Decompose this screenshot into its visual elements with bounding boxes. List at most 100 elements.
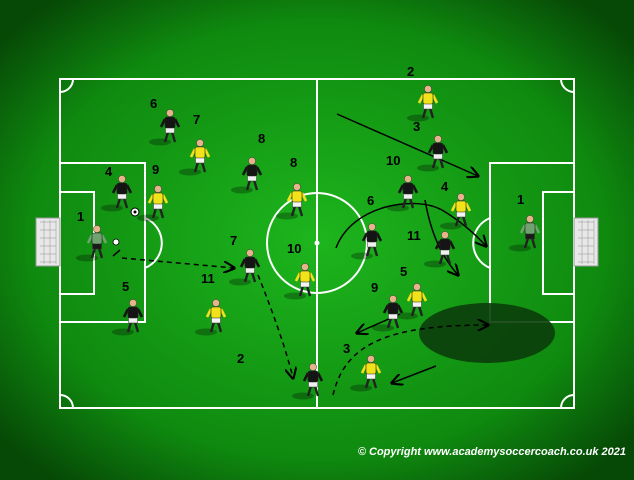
label-yellow-10: 10 — [287, 241, 301, 256]
player-head — [166, 109, 174, 117]
label-yellow-4: 4 — [441, 179, 449, 194]
player-arm-left — [382, 304, 390, 314]
player-shadow — [179, 168, 201, 176]
player-arm-right — [431, 94, 439, 104]
player-arm-right — [411, 184, 419, 194]
label-dark-4: 4 — [105, 164, 113, 179]
player-shadow — [276, 212, 298, 220]
player-shirt — [246, 164, 258, 177]
player-shirt — [307, 370, 319, 383]
label-dark-3: 3 — [413, 119, 420, 134]
player-shirt — [116, 182, 128, 195]
player-arm-left — [361, 232, 369, 242]
ball — [130, 207, 140, 217]
label-dark-7: 7 — [230, 233, 237, 248]
player-yellow-y10 — [284, 263, 316, 300]
player-leg-left — [421, 107, 428, 119]
player-shadow — [351, 252, 373, 260]
player-arm-left — [189, 148, 197, 158]
player-dark-d5 — [112, 299, 144, 336]
player-head — [129, 299, 137, 307]
player-dark-d10 — [387, 175, 419, 212]
player-shirt — [411, 290, 423, 303]
player-arm-right — [441, 144, 449, 154]
player-shirt — [422, 92, 434, 105]
player-leg-right — [216, 321, 223, 333]
player-shadow — [284, 292, 306, 300]
player-shirt — [152, 192, 164, 205]
corner-arc-tr — [560, 78, 575, 93]
player-leg-left — [454, 215, 461, 227]
player-arm-right — [161, 194, 169, 204]
player-leg-right — [371, 377, 378, 389]
player-shirt — [387, 302, 399, 315]
player-leg-left — [126, 321, 133, 333]
label-dark-2: 2 — [237, 351, 244, 366]
player-dark-d9 — [372, 295, 404, 332]
player-leg-right — [97, 247, 104, 259]
player-arm-left — [406, 292, 414, 302]
player-shirt — [127, 306, 139, 319]
player-arm-right — [255, 166, 263, 176]
player-goalkeeper-gkL — [76, 225, 108, 262]
player-dark-d7 — [229, 249, 261, 286]
player-leg-right — [313, 385, 320, 397]
player-shadow — [424, 260, 446, 268]
player-arm-left — [286, 192, 294, 202]
player-head — [434, 135, 442, 143]
player-shirt — [164, 116, 176, 129]
player-arm-right — [300, 192, 308, 202]
player-head — [424, 85, 432, 93]
player-leg-left — [306, 385, 313, 397]
label-yellow-7: 7 — [193, 112, 200, 127]
run-arrow-5 — [392, 365, 437, 383]
player-head — [246, 249, 254, 257]
centre-circle — [266, 192, 368, 294]
player-shadow — [195, 328, 217, 336]
label-gk-left-1: 1 — [77, 209, 84, 224]
player-arm-left — [241, 166, 249, 176]
player-arm-right — [253, 258, 261, 268]
run-arrow-1 — [336, 113, 478, 176]
player-leg-left — [243, 271, 250, 283]
player-shirt — [439, 238, 451, 251]
player-leg-left — [386, 317, 393, 329]
player-shadow — [372, 324, 394, 332]
player-leg-right — [122, 197, 129, 209]
player-arm-right — [420, 292, 428, 302]
player-shirt — [402, 182, 414, 195]
player-leg-left — [245, 179, 252, 191]
player-arm-left — [427, 144, 435, 154]
player-head — [526, 215, 534, 223]
player-shadow — [229, 278, 251, 286]
corner-arc-bl — [59, 394, 74, 409]
player-yellow-y8 — [276, 183, 308, 220]
player-arm-right — [173, 118, 181, 128]
player-leg-right — [461, 215, 468, 227]
player-leg-right — [393, 317, 400, 329]
player-leg-left — [365, 245, 372, 257]
player-leg-right — [297, 205, 304, 217]
player-head — [441, 231, 449, 239]
player-shirt — [91, 232, 103, 245]
player-head — [413, 283, 421, 291]
player-shirt — [432, 142, 444, 155]
player-head — [309, 363, 317, 371]
player-shadow — [76, 254, 98, 262]
player-leg-left — [115, 197, 122, 209]
player-head — [196, 139, 204, 147]
right-penalty-arc — [472, 217, 491, 269]
player-yellow-y11 — [195, 299, 227, 336]
player-shirt — [299, 270, 311, 283]
player-leg-right — [252, 179, 259, 191]
player-head — [154, 185, 162, 193]
player-dark-d2 — [292, 363, 324, 400]
label-dark-8: 8 — [258, 131, 265, 146]
player-leg-left — [298, 285, 305, 297]
player-leg-right — [133, 321, 140, 333]
player-yellow-y5 — [396, 283, 428, 320]
left-penalty-arc — [144, 217, 163, 269]
player-yellow-y7 — [179, 139, 211, 176]
player-dark-d6 — [351, 223, 383, 260]
